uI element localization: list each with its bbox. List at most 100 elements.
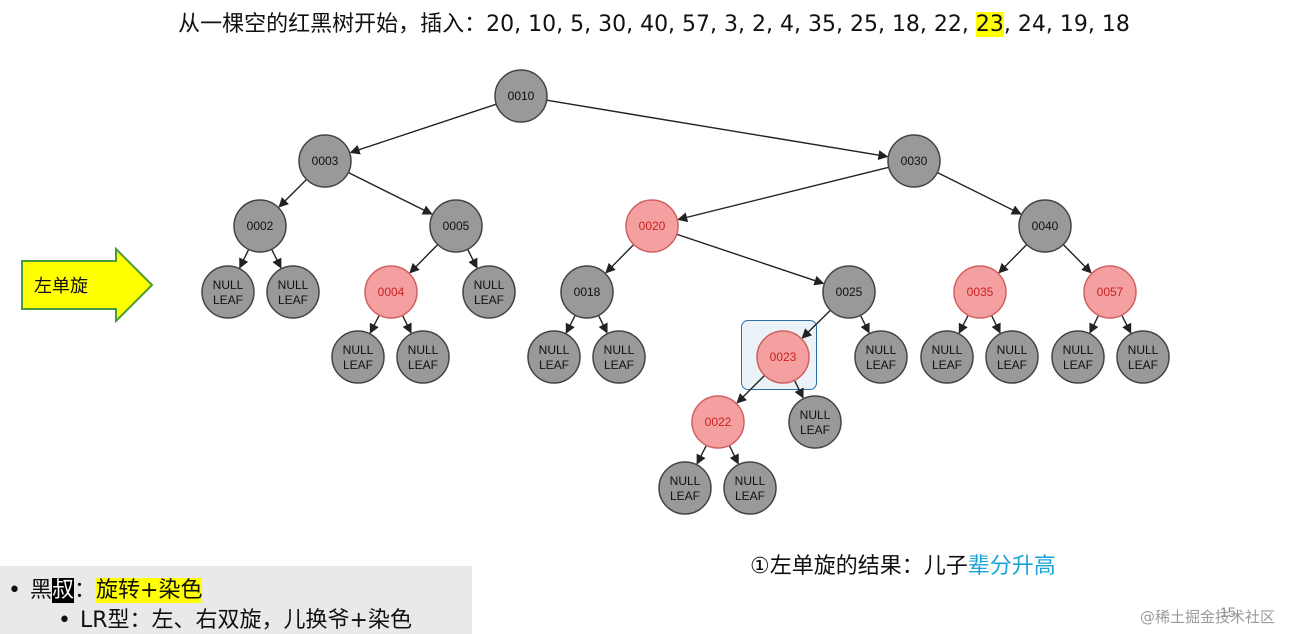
title-prefix: 从一棵空的红黑树开始，插入： (178, 12, 487, 37)
node-circle (298, 134, 352, 188)
bullet-dot: • (58, 608, 71, 633)
tree-node-0057: 0057 (1083, 265, 1137, 319)
null-leaf-circle (396, 330, 450, 384)
null-leaf-circle (723, 461, 777, 515)
null-leaf-circle (462, 265, 516, 319)
null-leaf-label: NULL (997, 343, 1028, 357)
null-leaf-label: NULL (213, 278, 244, 292)
tree-edge-n3-n2 (278, 178, 308, 208)
node-label: 0004 (378, 285, 405, 299)
null-leaf-circle (985, 330, 1039, 384)
null-leaf-label: LEAF (800, 423, 830, 437)
tree-edge-n20-n25 (676, 233, 825, 286)
node-label: 0002 (247, 219, 274, 233)
node-circle (233, 199, 287, 253)
null-leaf-label: NULL (670, 474, 701, 488)
node-circle (1018, 199, 1072, 253)
bullet-text-uncle: 叔 (52, 578, 75, 603)
node-circle (364, 265, 418, 319)
null-leaf-label: LEAF (670, 489, 700, 503)
bullet-dot: • (8, 578, 21, 603)
caption-highlight: 辈分升高 (967, 554, 1056, 579)
null-leaf-label: LEAF (474, 293, 504, 307)
null-leaf-circle (788, 395, 842, 449)
null-leaf-label: LEAF (1063, 358, 1093, 372)
node-label: 0035 (967, 285, 994, 299)
notes-panel (0, 566, 472, 634)
null-leaf-label: NULL (866, 343, 897, 357)
title-sequence-end: , 24, 19, 18 (1003, 12, 1130, 37)
null-leaf-label: NULL (735, 474, 766, 488)
right-arrow-shape (21, 247, 154, 323)
tree-edge-n10-n30 (546, 99, 889, 161)
null-leaf-label: NULL (408, 343, 439, 357)
null-leaf-label: NULL (932, 343, 963, 357)
page-title: 从一棵空的红黑树开始，插入：20, 10, 5, 30, 40, 57, 3, … (0, 6, 1308, 38)
tree-edge-n22-L11 (728, 445, 739, 465)
null-leaf-label: NULL (800, 408, 831, 422)
tree-edge-n18-L7 (597, 315, 608, 334)
node-label: 0023 (770, 350, 797, 364)
null-leaf-label: LEAF (604, 358, 634, 372)
node-circle (429, 199, 483, 253)
null-leaf-label: LEAF (408, 358, 438, 372)
tree-edge-n35-L13 (990, 315, 1001, 334)
null-leaf-circle (592, 330, 646, 384)
node-label: 0020 (639, 219, 666, 233)
null-leaf-label: LEAF (735, 489, 765, 503)
tree-edge-n4-L4 (369, 314, 380, 334)
node-circle (494, 69, 548, 123)
tree-node-0030: 0030 (887, 134, 941, 188)
tree-edge-n57-L14 (1089, 315, 1100, 334)
tree-node-0002: 0002 (233, 199, 287, 253)
node-circle (1083, 265, 1137, 319)
null-leaf-circle (1116, 330, 1170, 384)
null-leaf-label: NULL (539, 343, 570, 357)
null-leaf-label: LEAF (278, 293, 308, 307)
tree-edge-n23-n22 (736, 374, 766, 404)
title-highlight-23: 23 (975, 12, 1004, 37)
node-label: 0022 (705, 415, 732, 429)
caption: ①左单旋的结果：儿子辈分升高 (750, 548, 1056, 580)
tree-edge-n5-n4 (409, 244, 439, 274)
tree-edge-n23-L9 (793, 380, 804, 399)
null-leaf-label: NULL (343, 343, 374, 357)
tree-node-0040: 0040 (1018, 199, 1072, 253)
bullet-black-uncle: •黑叔：旋转+染色 (8, 572, 203, 604)
bullet-lr-type: • LR型：左、右双旋，儿换爷+染色 (58, 602, 412, 634)
tree-edge-n25-n23 (801, 309, 831, 339)
tree-edge-n3-n5 (347, 171, 433, 215)
null-leaf-circle (658, 461, 712, 515)
bullet-text-black: 黑 (30, 578, 53, 603)
node-label: 0025 (836, 285, 863, 299)
tree-node-0022: 0022 (691, 395, 745, 449)
tree-edge-n30-n20 (677, 166, 889, 223)
tree-edge-n2-L1 (239, 249, 250, 269)
tree-edge-n35-L12 (958, 314, 969, 334)
node-circle (822, 265, 876, 319)
tree-edge-n25-L8 (859, 315, 870, 334)
tree-node-0020: 0020 (625, 199, 679, 253)
node-circle (953, 265, 1007, 319)
null-leaf-label: LEAF (1128, 358, 1158, 372)
tree-node-0023: 0023 (756, 330, 810, 384)
caption-prefix: ①左单旋的结果：儿子 (750, 554, 968, 579)
bullet-rotate-recolor: 旋转+染色 (96, 578, 203, 603)
node-label: 0030 (901, 154, 928, 168)
bullet-lr-text: LR型：左、右双旋，儿换爷+染色 (80, 608, 412, 633)
null-leaf-label: LEAF (866, 358, 896, 372)
tree-node-0018: 0018 (560, 265, 614, 319)
null-leaf-circle (266, 265, 320, 319)
